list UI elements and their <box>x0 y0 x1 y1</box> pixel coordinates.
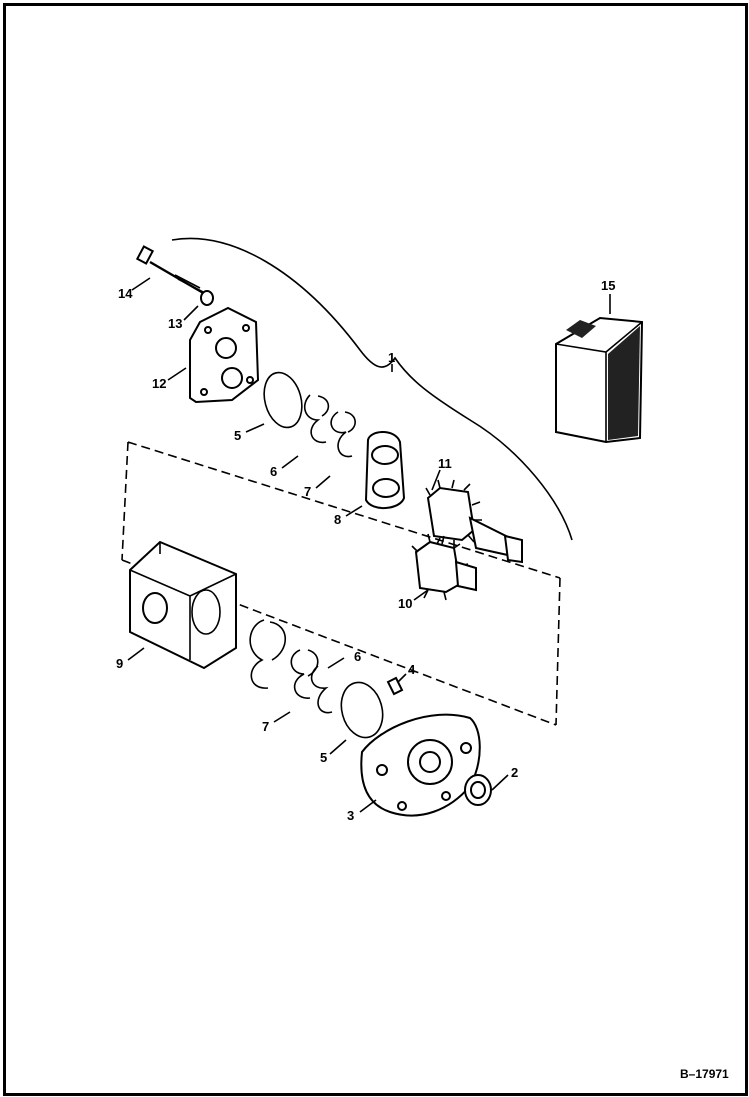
callout-3: 3 <box>347 808 354 823</box>
shaft-seal-part <box>464 774 492 806</box>
callout-8: 8 <box>334 512 341 527</box>
leader-14 <box>131 277 151 291</box>
leader-6a <box>281 455 299 469</box>
kit-bracket <box>171 237 573 541</box>
drive-gear-part <box>425 479 523 564</box>
diagram-frame <box>3 3 748 1096</box>
end-plate-part <box>189 306 260 404</box>
backup-ring-upper-part <box>330 411 356 458</box>
leader-5b <box>329 739 347 755</box>
o-ring-lower-part <box>340 681 384 739</box>
leader-5a <box>245 423 265 433</box>
leader-12 <box>167 367 187 381</box>
callout-14: 14 <box>118 286 133 301</box>
leader-10 <box>413 589 429 601</box>
leader-7a <box>315 475 331 489</box>
leader-4 <box>397 673 407 683</box>
backup-ring-lower-2-part <box>310 665 333 714</box>
callout-4: 4 <box>408 662 416 677</box>
callout-5-upper: 5 <box>234 428 241 443</box>
seal-kit-box-part <box>555 316 644 444</box>
front-plate-part <box>360 713 481 817</box>
seal-lower-part <box>290 649 319 699</box>
bearing-block-part <box>364 431 406 509</box>
callout-11: 11 <box>438 456 452 471</box>
callout-9: 9 <box>116 656 123 671</box>
leader-6b <box>327 657 345 669</box>
bolt-part <box>135 245 206 296</box>
callout-12: 12 <box>152 376 166 391</box>
figure-reference: B–17971 <box>680 1067 729 1081</box>
washer-part <box>200 290 214 306</box>
leader-9 <box>127 647 145 661</box>
gear-housing-part <box>129 540 237 670</box>
assembly-dashed-outline <box>121 441 561 726</box>
callout-7-lower: 7 <box>262 719 269 734</box>
callout-6-upper: 6 <box>270 464 277 479</box>
callout-1: 1 <box>388 350 395 365</box>
callout-13: 13 <box>168 316 182 331</box>
o-ring-upper-part <box>263 371 303 429</box>
leader-7b <box>273 711 291 723</box>
driven-gear-part <box>411 533 477 601</box>
leader-13 <box>183 305 199 321</box>
leader-8 <box>345 505 363 517</box>
dowel-pin-part <box>386 676 404 696</box>
leader-11 <box>431 469 441 491</box>
callout-7-upper: 7 <box>304 484 311 499</box>
callout-15: 15 <box>601 278 615 293</box>
leader-2 <box>491 774 509 791</box>
leader-3 <box>359 799 377 813</box>
backup-ring-lower-part <box>249 619 286 689</box>
callout-6-lower: 6 <box>354 649 361 664</box>
seal-upper-part <box>303 394 330 444</box>
callout-2: 2 <box>511 765 518 780</box>
callout-5-lower: 5 <box>320 750 327 765</box>
callout-10: 10 <box>398 596 412 611</box>
